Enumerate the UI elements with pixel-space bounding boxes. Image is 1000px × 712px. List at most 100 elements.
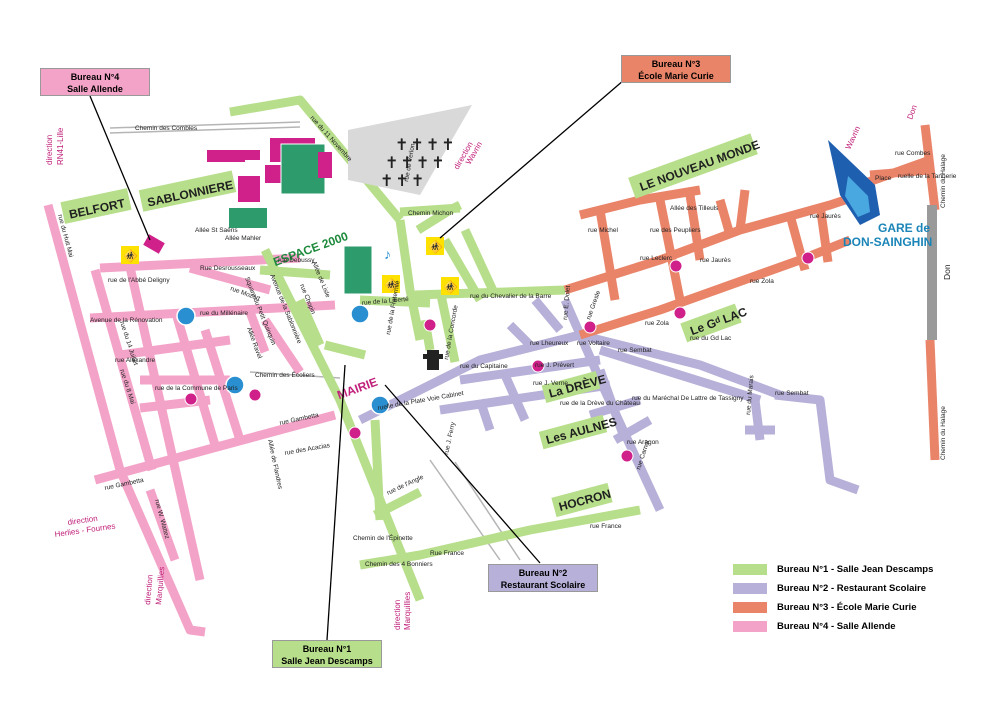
street-label: rue des Acacias [284, 442, 331, 457]
street-label: rue Voltaire [577, 340, 610, 347]
bureau2-callout: Bureau N°2 Restaurant Scolaire [488, 564, 598, 592]
music-note-icon: ♪ [384, 246, 391, 262]
district-mairie: MAIRIE [335, 375, 379, 403]
bureau1-streets [229, 95, 641, 602]
direction-marq2-l1: direction [393, 600, 402, 630]
street-label: rue de la Commune de Paris [155, 385, 238, 392]
street-label: rue Michel [588, 227, 619, 234]
street-label: Chemin de l'Épinette [353, 533, 413, 542]
legend-item-3: Bureau N°3 - École Marie Curie [733, 598, 973, 617]
street-label: Place [875, 175, 892, 182]
bureau4-subtitle: Salle Allende [67, 84, 123, 94]
legend-label-1: Bureau N°1 - Salle Jean Descamps [777, 564, 934, 575]
legend-label-4: Bureau N°4 - Salle Allende [777, 621, 896, 632]
direction-marq2-l2: Marquillies [403, 592, 412, 630]
pointer-lines [89, 79, 625, 641]
bureau3-title: Bureau N°3 [651, 59, 701, 69]
gare-label-2: DON-SAINGHIN [843, 235, 932, 249]
street-label: Chemin des Écoliers [255, 370, 315, 379]
street-label: rue Zola [645, 320, 669, 327]
street-label: Allée St Saëns [195, 227, 238, 234]
street-label: rue du Gd Lac [690, 335, 732, 342]
buildings [143, 138, 392, 295]
street-label: rue J. Ferry [443, 421, 457, 456]
street-label: rue du Marais [745, 374, 756, 415]
street-label: rue de l'Abbé Deligny [108, 277, 170, 284]
direction-rn41-l2: RN41-Lille [56, 127, 65, 165]
legend-item-1: Bureau N°1 - Salle Jean Descamps [733, 560, 973, 579]
street-label: Allée des Tilleuls [670, 205, 719, 212]
street-label: rue J. Prévert [535, 362, 574, 369]
street-label: rue Gresle [585, 289, 602, 320]
bureau3-subtitle: École Marie Curie [638, 71, 714, 81]
street-label: rue du Maréchal De Lattre de Tassigny [632, 395, 744, 402]
street-label: rue des Peupliers [650, 227, 701, 234]
bureau1-subtitle: Salle Jean Descamps [281, 656, 373, 666]
street-label: Chemin du Halage [940, 154, 947, 208]
district-nouveau-monde: LE NOUVEAU MONDE [638, 137, 762, 193]
legend-item-2: Bureau N°2 - Restaurant Scolaire [733, 579, 973, 598]
legend-swatch-4 [733, 621, 767, 632]
legend-swatch-3 [733, 602, 767, 613]
street-label: Chemin Michon [408, 210, 454, 217]
street-label: ruelle de la Tannerie [898, 173, 957, 180]
street-label: rue du Millénaire [200, 310, 248, 317]
legend-label-3: Bureau N°3 - École Marie Curie [777, 602, 917, 613]
street-label: Rue Desrousseaux [200, 265, 256, 272]
street-label: Don [942, 264, 952, 280]
svg-text:✝✝✝✝: ✝✝✝✝ [395, 137, 457, 154]
legend-item-4: Bureau N°4 - Salle Allende [733, 617, 973, 636]
street-label: Chemin du Halage [940, 406, 947, 460]
street-label: rue de la Drève du Château [560, 400, 640, 407]
street-label: rue Aragon [627, 439, 659, 446]
no-entry-icons [184, 251, 815, 463]
street-label: rue Alexandre [115, 357, 155, 364]
street-label: rue Zola [750, 278, 774, 285]
street-label: rue Combes [895, 150, 931, 157]
svg-text:🚸: 🚸 [443, 280, 458, 294]
street-label: Chemin des 4 Bonniers [365, 561, 433, 568]
cemetery: ✝✝✝✝ ✝✝✝✝ ✝✝✝ [348, 105, 472, 195]
gare-label-1: GARE de [878, 221, 930, 235]
bureau1-title: Bureau N°1 [302, 644, 352, 654]
direction-wavrin-east: Wavrin [844, 125, 863, 151]
street-label: rue Jaurès [810, 213, 841, 220]
svg-text:✝✝✝: ✝✝✝ [380, 173, 426, 190]
street-label: Chemin des Combles [135, 125, 198, 132]
street-label: rue du Capitaine [460, 363, 508, 370]
street-label: Avenue de la Rénovation [90, 317, 163, 324]
legend-swatch-2 [733, 583, 767, 594]
bureau2-title: Bureau N°2 [518, 568, 568, 578]
bureau4-callout: Bureau N°4 Salle Allende [40, 68, 150, 96]
direction-rn41-l1: direction [45, 135, 54, 165]
direction-herlies-l1: direction [67, 514, 98, 527]
legend-swatch-1 [733, 564, 767, 575]
street-label: rue Sembat [775, 390, 809, 397]
street-label: rue J. Verne [533, 380, 568, 387]
svg-text:🚸: 🚸 [123, 249, 138, 263]
street-label: rue Leclerc [640, 255, 673, 262]
church-icon [423, 350, 443, 370]
street-label: rue France [590, 523, 622, 530]
district-labels: BELFORT SABLONNIERE ESPACE 2000 LE NOUVE… [60, 133, 932, 518]
bureau3-streets [563, 124, 940, 461]
street-label: rue E. Dolet [562, 285, 572, 320]
bureau4-title: Bureau N°4 [70, 72, 120, 82]
roundabout-icons [176, 304, 390, 415]
train-icon [828, 140, 880, 225]
direction-marq1-l2: Marquillies [154, 566, 166, 605]
bureau2-subtitle: Restaurant Scolaire [500, 580, 586, 590]
street-label: Allée de Lisle [310, 260, 331, 299]
street-label: rue Jaurès [700, 257, 731, 264]
school-icons: 🚸 🚸 🚸 🚸 [121, 237, 459, 295]
street-label: Allée de Flandres [266, 439, 284, 491]
svg-text:🚸: 🚸 [384, 278, 399, 292]
street-label: Rue France [430, 550, 464, 557]
direction-marq1-l1: direction [143, 574, 155, 605]
street-label: rue Lheureux [530, 340, 569, 347]
svg-text:🚸: 🚸 [428, 240, 443, 254]
street-label: rue Sembat [618, 347, 652, 354]
district-aulnes: Les AULNES [544, 415, 618, 447]
